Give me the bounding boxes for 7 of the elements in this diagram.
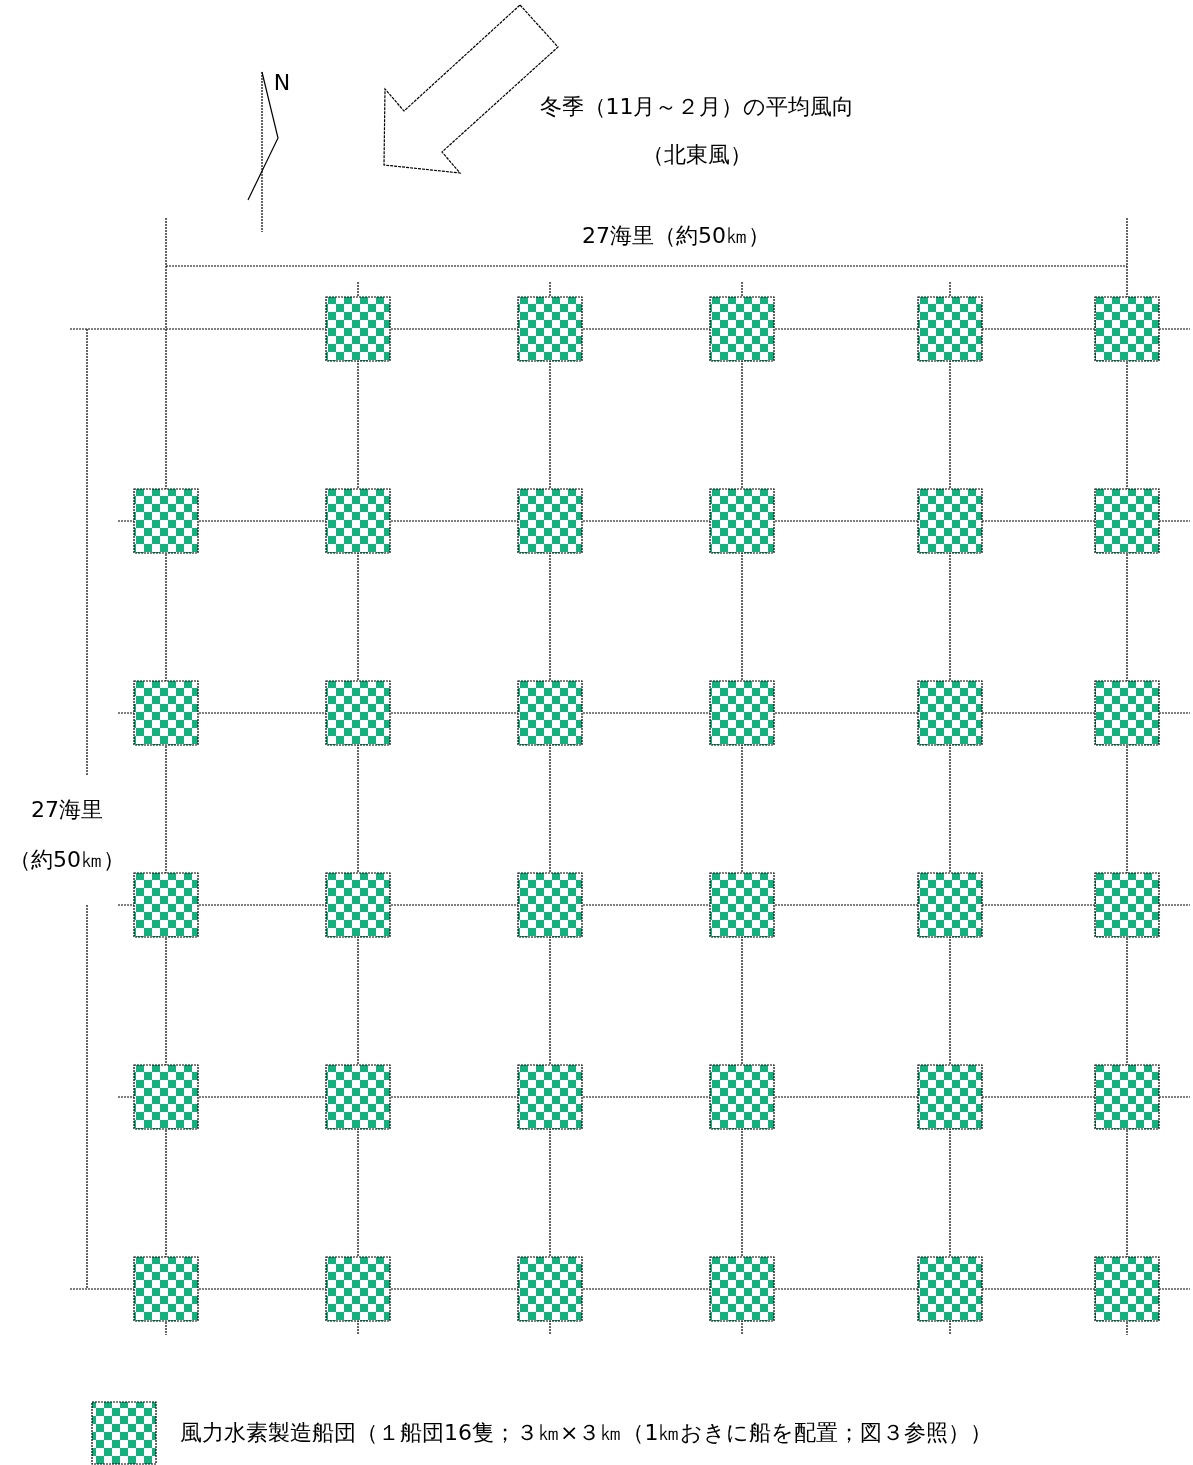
dimension-label: 27海里（約50㎞） bbox=[582, 222, 770, 250]
wind-direction-label: 冬季（11月～２月）の平均風向 bbox=[539, 93, 855, 121]
north-label: N bbox=[273, 69, 291, 95]
legend-text: 風力水素製造船団（１船団16隻；３㎞×３㎞（1㎞おきに船を配置；図３参照）） bbox=[180, 1419, 993, 1447]
dimension-label: （約50㎞） bbox=[9, 846, 125, 874]
wind-direction-label: （北東風） bbox=[642, 141, 752, 169]
dimension-label: 27海里 bbox=[31, 796, 103, 824]
